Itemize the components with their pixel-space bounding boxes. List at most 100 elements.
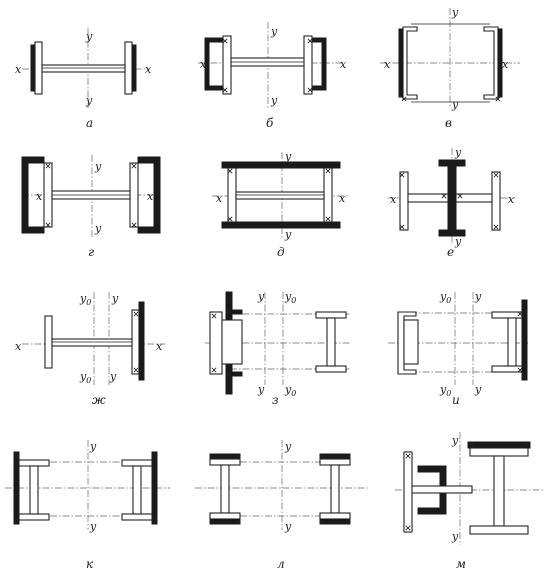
axis-x-label: x [508,193,515,206]
weld-mark [401,96,407,102]
weld-mark [225,309,231,315]
axis-y-label: y [451,530,459,543]
axis-x-label: x [216,192,223,205]
caption-i: и [452,393,460,407]
section-l: y y л [195,440,368,571]
weld-mark [457,193,463,199]
weld-mark [209,519,215,525]
weld-mark [222,87,228,93]
caption-a: а [86,116,93,130]
weld-mark [307,38,313,44]
weld-mark [131,222,137,228]
weld-mark [517,311,523,317]
section-k: y y к [5,440,170,571]
weld-mark [345,519,351,525]
axis-y-label: y [89,520,97,533]
weld-mark [225,371,231,377]
weld-mark [152,517,158,523]
weld-mark [30,44,36,50]
weld-mark [235,519,241,525]
axis-x-label: x [147,190,154,203]
axis-x-label: x [502,58,509,71]
axis-x-label: x [145,63,152,76]
axis-y-label: y [94,222,102,235]
weld-mark [45,222,51,228]
axis-y0-label: y0 [284,383,296,398]
axis-y-label: y [284,150,292,163]
axis-y-label: y [257,383,265,396]
axis-y-label: y [85,94,93,107]
weld-mark [133,367,139,373]
section-zh: x x y0 y y0 y ж [15,292,165,407]
weld-mark [399,172,405,178]
weld-mark [14,517,20,523]
weld-mark [325,216,331,222]
axis-y-label: y [451,98,459,111]
weld-mark [405,453,411,459]
weld-mark [235,453,241,459]
caption-d: д [277,245,285,259]
section-m: y y м [395,432,545,571]
axis-x-label: x [339,192,346,205]
weld-mark [441,193,447,199]
weld-mark [227,216,233,222]
caption-l: л [277,557,285,571]
weld-mark [307,87,313,93]
weld-mark [469,441,475,447]
section-e: x x y y е [388,146,515,259]
axis-y-label: y [284,440,292,453]
axis-y-label: y [257,290,265,303]
caption-b: б [266,116,274,130]
axis-y-label: y [474,290,482,303]
axis-y-label: y [474,383,482,396]
weld-mark [319,453,325,459]
weld-mark [405,525,411,531]
weld-mark [14,453,20,459]
weld-mark [222,38,228,44]
caption-zh: ж [92,393,106,407]
caption-e: е [447,245,454,259]
weld-mark [209,453,215,459]
weld-mark [493,224,499,230]
weld-mark [523,441,529,447]
axis-x-label: x [384,58,391,71]
axis-y-label: y [109,370,117,383]
axis-y-label: y [270,25,278,38]
axis-x-label: x [15,340,22,353]
axis-x-label: x [340,58,347,71]
caption-z: з [272,393,279,407]
axis-y-label: y [270,94,278,107]
weld-mark [495,96,501,102]
axis-y-label: y [451,434,459,447]
weld-mark [493,172,499,178]
section-z: y y0 y y0 з [205,290,350,407]
axis-x-label: x [36,190,43,203]
weld-mark [211,313,217,319]
axis-y-label: y [454,146,462,159]
weld-marks [14,38,529,531]
weld-mark [319,519,325,525]
weld-mark [133,311,139,317]
weld-mark [45,163,51,169]
weld-mark [152,453,158,459]
axis-y0-label: y0 [439,383,451,398]
axis-y-label: y [454,235,462,248]
axis-x-label: x [200,58,207,71]
axis-y0-label: y0 [79,370,91,385]
axis-y-label: y [85,30,93,43]
section-i: y0 y y0 y и [388,290,528,407]
weld-mark [227,168,233,174]
section-d: x x y y д [212,150,348,259]
section-g: x x y y г [21,155,161,259]
caption-m: м [456,557,466,571]
axis-y0-label: y0 [79,292,91,307]
axis-y-label: y [451,6,459,19]
axis-y0-label: y0 [284,290,296,305]
axis-y-label: y [284,228,292,241]
axis-x-label: x [390,193,397,206]
weld-mark [399,224,405,230]
axis-y0-label: y0 [439,290,451,305]
weld-mark [345,453,351,459]
section-v: x x y y в [380,6,520,130]
axis-y-label: y [284,520,292,533]
